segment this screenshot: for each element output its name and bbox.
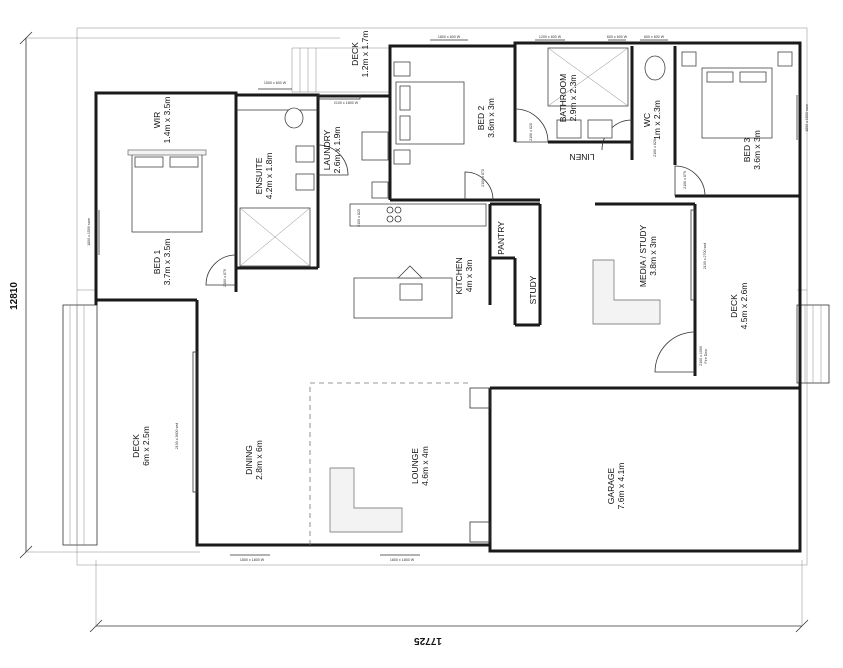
window-label-left: 1800 x 1500 sww bbox=[87, 218, 91, 246]
label-linen: LINEN bbox=[569, 152, 594, 162]
window-label-bottom-1: 1800 x 1800 W bbox=[240, 558, 265, 562]
exterior-walls bbox=[94, 41, 802, 553]
door-label-ld: 2100 x 1800 W bbox=[334, 101, 359, 105]
label-bed2: BED 2 3.6m x 3m bbox=[476, 98, 496, 138]
label-ensuite: ENSUITE 4.2m x 1.8m bbox=[254, 153, 274, 200]
bed-1-furniture bbox=[127, 149, 207, 233]
door-label-bed2: 2100 x 870 bbox=[481, 169, 485, 187]
laundry-fixtures bbox=[361, 131, 389, 199]
windows bbox=[98, 39, 798, 556]
deck-right-name: DECK bbox=[729, 294, 739, 318]
ensuite-fixtures bbox=[239, 107, 315, 267]
window-label-2: 1200 x 600 W bbox=[539, 35, 562, 39]
window-label-3: 600 x 600 W bbox=[607, 35, 628, 39]
door-label-bed3: 2100 x 870 bbox=[683, 171, 687, 189]
sliding-doors bbox=[192, 94, 696, 493]
media-furniture bbox=[592, 259, 661, 325]
deck-left-name: DECK bbox=[131, 434, 141, 458]
bed2-size: 3.6m x 3m bbox=[486, 98, 496, 138]
dimension-height-label: 12810 bbox=[9, 282, 20, 310]
wir-size: 1.4m x 3.5m bbox=[162, 97, 172, 144]
window-label-right: 1800 x 1500 sww bbox=[805, 104, 809, 132]
window-label-1: 1800 x 600 W bbox=[438, 35, 461, 39]
bed-2-furniture bbox=[393, 61, 465, 165]
label-garage: GARAGE 7.6m x 4.1m bbox=[606, 463, 626, 510]
deck-top-size: 1.2m x 1.7m bbox=[360, 31, 370, 78]
dimension-horizontal: 17725 bbox=[89, 560, 809, 646]
bed2-name: BED 2 bbox=[476, 105, 486, 130]
door-label-wc: 2100 x 820 bbox=[653, 139, 657, 157]
deck-left-size: 6m x 2.5m bbox=[141, 426, 151, 466]
garage-name: GARAGE bbox=[606, 467, 616, 504]
lounge-outline bbox=[309, 382, 470, 545]
bed-3-furniture bbox=[681, 51, 793, 139]
label-kitchen: KITCHEN 4m x 3m bbox=[454, 257, 474, 294]
label-wc: WC 1m x 2.3m bbox=[642, 100, 662, 140]
garage-pier-top bbox=[469, 387, 491, 409]
wc-size: 1m x 2.3m bbox=[652, 100, 662, 140]
deck-left-outline bbox=[62, 304, 98, 546]
kitchen-size: 4m x 3m bbox=[464, 260, 474, 293]
slide-label-deck: 2100 x 3600 sed bbox=[175, 423, 179, 450]
fire-door-size: 2100 x 1000 bbox=[699, 346, 703, 366]
label-bed1: BED 1 3.7m x 3.5m bbox=[152, 239, 172, 286]
wc-name: WC bbox=[642, 113, 652, 127]
dimension-vertical: 12810 bbox=[9, 31, 340, 559]
label-laundry: LAUNDRY 2.6m x 1.9m bbox=[322, 127, 342, 174]
label-bathroom: BATHROOM 2.9m x 2.3m bbox=[558, 74, 578, 122]
fire-door-label: 2100 x 1000 Fire Door bbox=[699, 346, 708, 366]
interior-walls bbox=[195, 46, 800, 545]
label-bed3: BED 3 3.6m x 3m bbox=[742, 130, 762, 170]
bed3-name: BED 3 bbox=[742, 137, 752, 162]
door-label-bath: 2100 x 820 bbox=[529, 123, 533, 141]
window-label-deck: 1500 x 600 W bbox=[264, 81, 287, 85]
bed3-size: 3.6m x 3m bbox=[752, 130, 762, 170]
door-label-laundry: 2100 x 820 bbox=[357, 209, 361, 227]
garage-pier-bottom bbox=[469, 521, 491, 543]
kitchen-benches bbox=[349, 203, 487, 319]
bathroom-name: BATHROOM bbox=[558, 74, 568, 122]
window-label-bottom-2: 1800 x 1800 W bbox=[390, 558, 415, 562]
label-study: STUDY bbox=[528, 275, 538, 304]
laundry-name: LAUNDRY bbox=[322, 129, 332, 170]
label-deck-left: DECK 6m x 2.5m bbox=[131, 426, 151, 466]
bed1-name: BED 1 bbox=[152, 249, 162, 274]
opening-annotations: 1800 x 600 W 1200 x 600 W 600 x 600 W 60… bbox=[87, 35, 809, 562]
bed1-size: 3.7m x 3.5m bbox=[162, 239, 172, 286]
deck-top-outline bbox=[291, 47, 391, 93]
garage-size: 7.6m x 4.1m bbox=[616, 463, 626, 510]
label-deck-top: DECK 1.2m x 1.7m bbox=[350, 31, 370, 78]
door-label-bed1: 2100 x 870 bbox=[223, 269, 227, 287]
deck-right-outline bbox=[796, 304, 830, 384]
label-wir: WIR 1.4m x 3.5m bbox=[152, 97, 172, 144]
window-label-4: 600 x 600 W bbox=[644, 35, 665, 39]
slide-label-media: 2100 x 2700 sed bbox=[703, 243, 707, 270]
door-swings bbox=[205, 108, 706, 373]
laundry-size: 2.6m x 1.9m bbox=[332, 127, 342, 174]
ensuite-name: ENSUITE bbox=[254, 157, 264, 194]
kitchen-name: KITCHEN bbox=[454, 257, 464, 294]
lounge-furniture bbox=[329, 467, 403, 533]
label-pantry: PANTRY bbox=[496, 221, 506, 255]
label-lounge: LOUNGE 4.6m x 4m bbox=[410, 446, 430, 486]
lounge-size: 4.6m x 4m bbox=[420, 446, 430, 486]
media-size: 3.8m x 3m bbox=[648, 236, 658, 276]
dining-name: DINING bbox=[244, 445, 254, 475]
bathroom-fixtures bbox=[547, 47, 666, 139]
label-media: MEDIA / STUDY 3.8m x 3m bbox=[638, 224, 658, 287]
fire-door-type: Fire Door bbox=[704, 348, 708, 364]
label-deck-right: DECK 4.5m x 2.6m bbox=[729, 283, 749, 330]
ensuite-size: 4.2m x 1.8m bbox=[264, 153, 274, 200]
label-dining: DINING 2.8m x 6m bbox=[244, 440, 264, 480]
dimension-width-label: 17725 bbox=[414, 635, 442, 646]
deck-top-name: DECK bbox=[350, 42, 360, 66]
deck-right-size: 4.5m x 2.6m bbox=[739, 283, 749, 330]
media-name: MEDIA / STUDY bbox=[638, 224, 648, 287]
bathroom-size: 2.9m x 2.3m bbox=[568, 75, 578, 122]
lounge-name: LOUNGE bbox=[410, 448, 420, 484]
dining-size: 2.8m x 6m bbox=[254, 440, 264, 480]
wir-name: WIR bbox=[152, 112, 162, 129]
